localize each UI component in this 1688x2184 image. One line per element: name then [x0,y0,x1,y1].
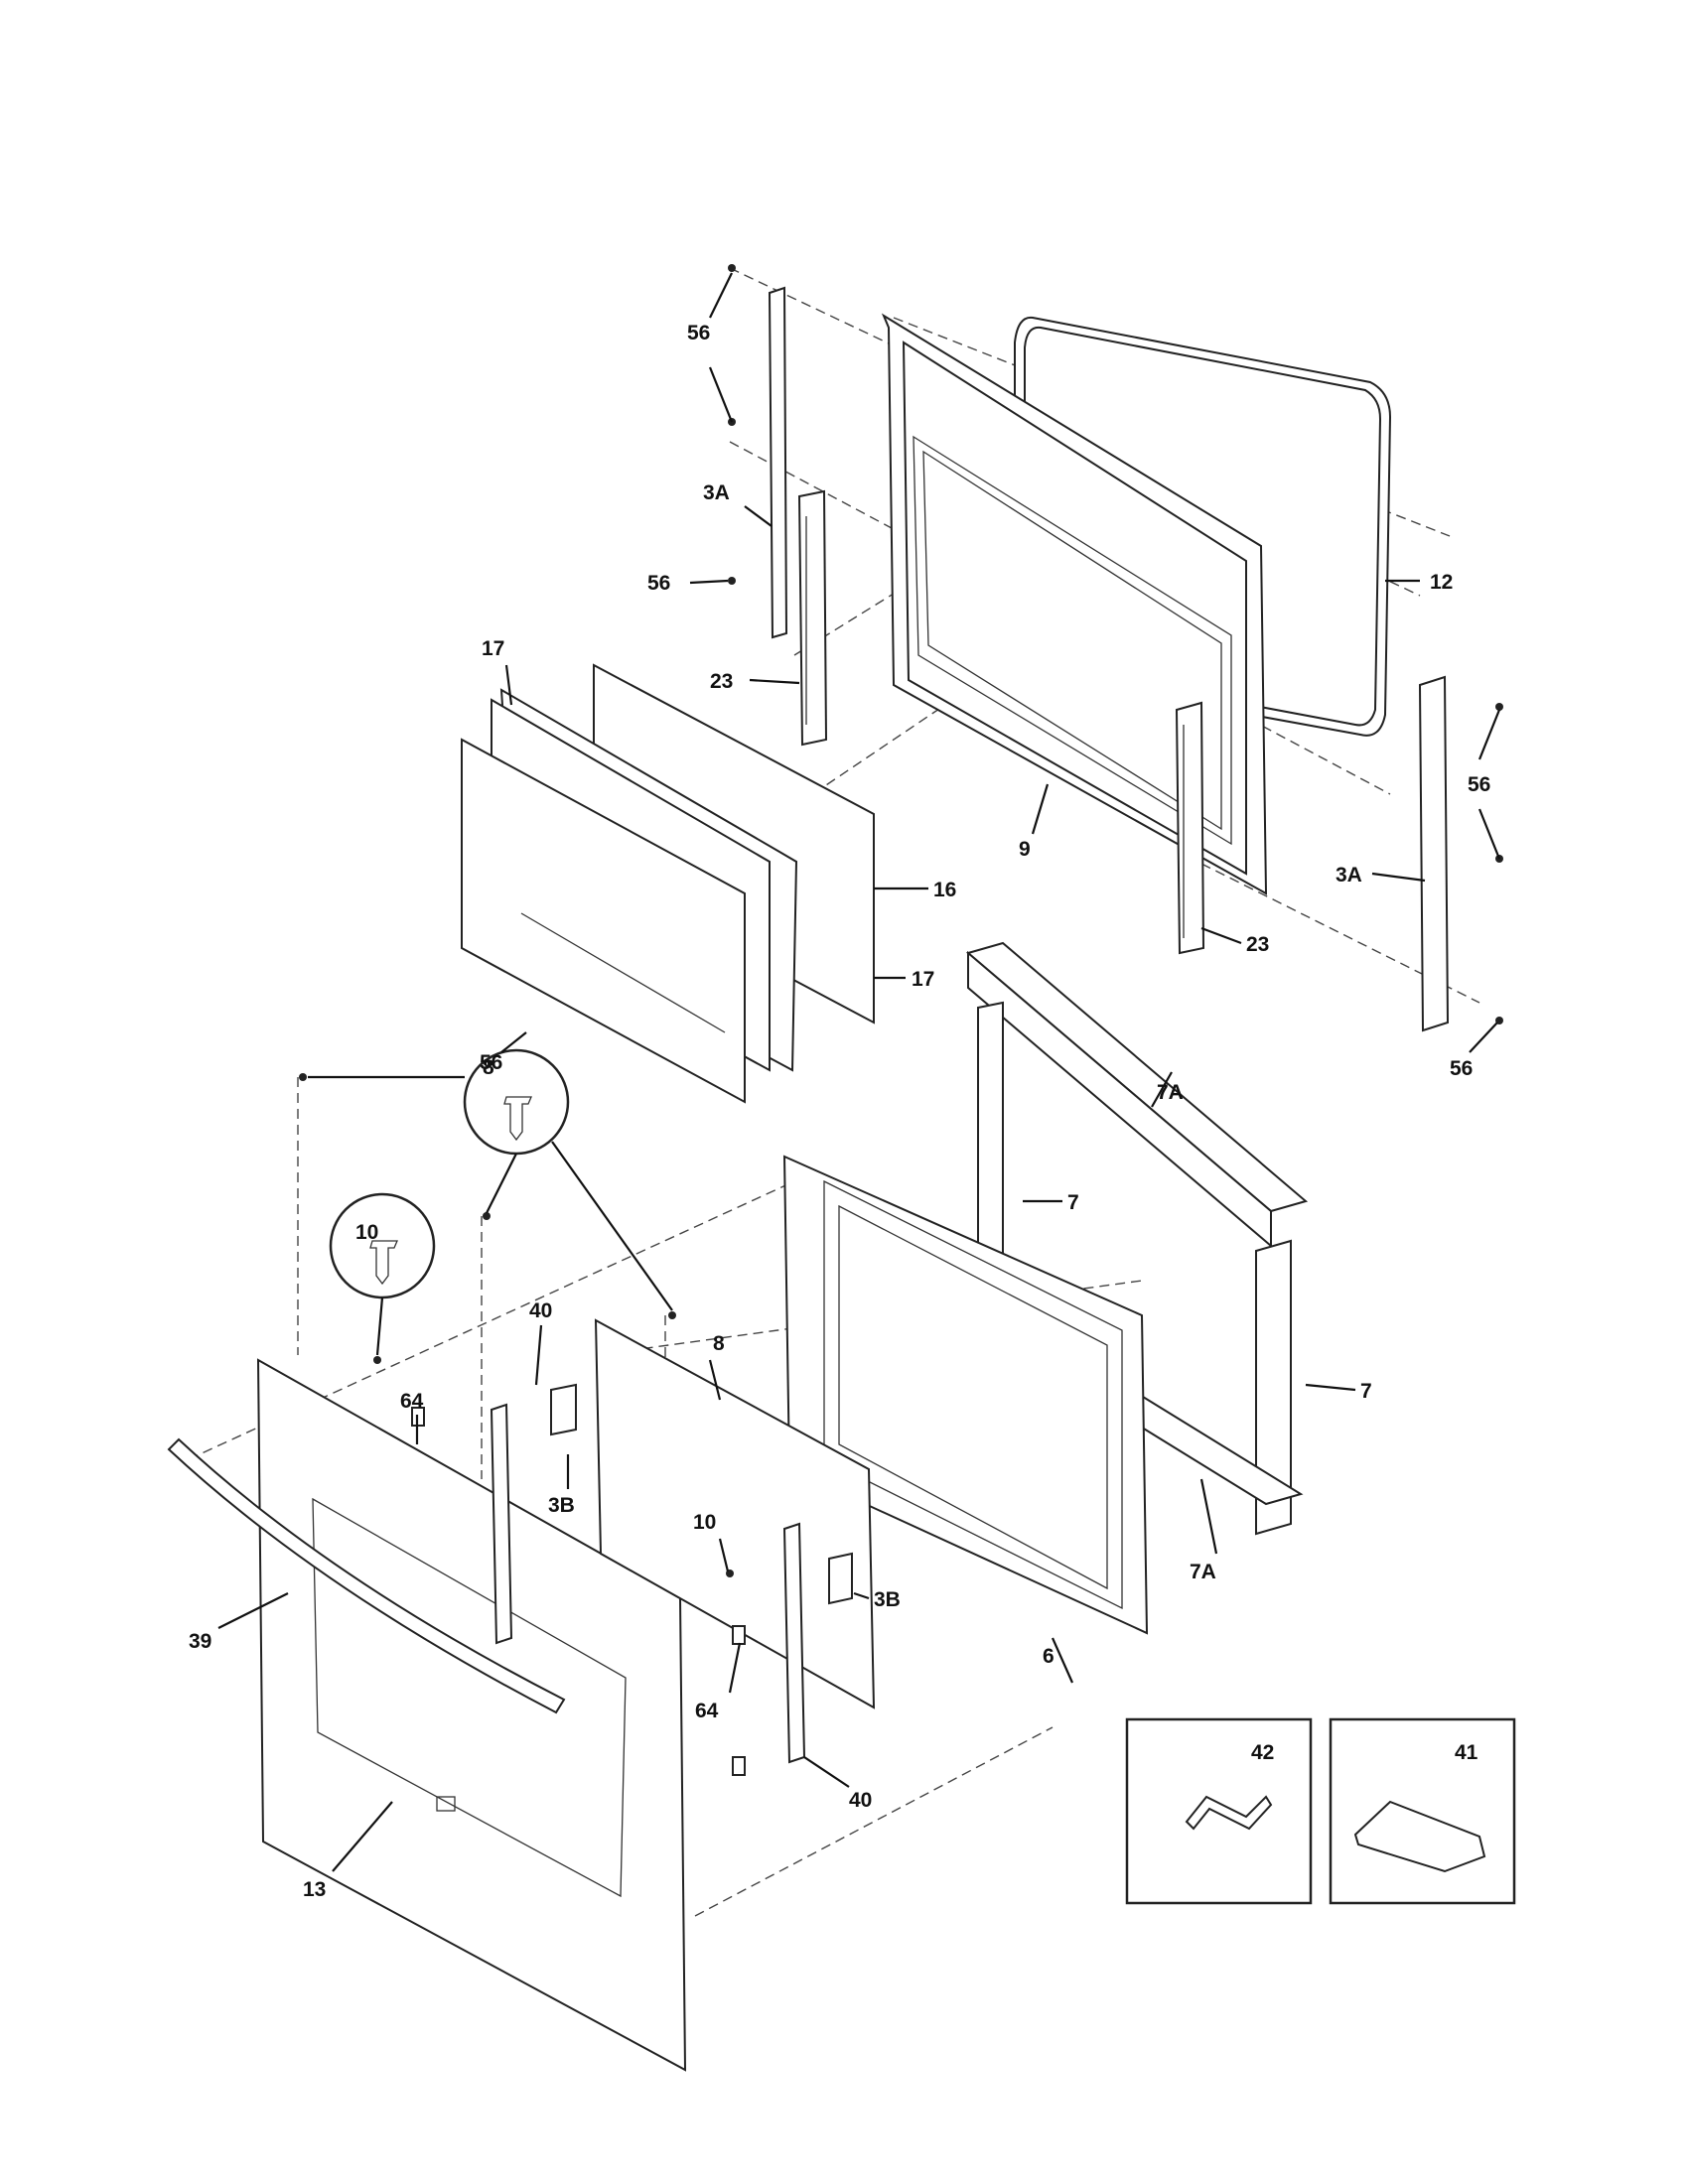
callout-3b: 3B [548,1494,575,1517]
callout-7a: 7A [1157,1081,1184,1104]
front-outer-panel [256,1358,687,2072]
inset-41 [1329,1717,1516,1905]
outer-door-frame [782,1155,1149,1635]
callout-10: 10 [693,1511,716,1534]
callout-16: 16 [933,879,956,901]
screws [299,264,1503,1577]
callout-9: 9 [1019,838,1031,861]
callout-40: 40 [849,1789,872,1812]
callout-56: 56 [647,572,670,595]
inner-glass-lower [594,1318,876,1709]
callout-7: 7 [1067,1191,1079,1214]
hinge-channel-left [768,286,788,639]
callout-17: 17 [482,637,504,660]
callout-17: 17 [912,968,934,991]
callout-7: 7 [1360,1380,1372,1403]
door-handle [167,1437,566,1714]
callout-41: 41 [1455,1741,1478,1764]
callout-56: 56 [480,1051,502,1074]
leader-lines [217,272,1501,1872]
screw-detail-10 [329,1192,436,1299]
callout-13: 13 [303,1878,326,1901]
inset-42 [1125,1717,1313,1905]
callout-3a: 3A [703,481,730,504]
callout-64: 64 [695,1700,719,1722]
hinge-left [797,489,828,747]
callout-64: 64 [400,1390,424,1413]
hinge-channel-right [1418,675,1450,1032]
hinge-right [1175,701,1205,955]
inner-door-liner [881,313,1268,895]
callout-56: 56 [1468,773,1490,796]
callout-8: 8 [483,1056,494,1079]
callout-23: 23 [710,670,733,693]
small-brackets [411,1383,853,1776]
callout-3b: 3B [874,1588,901,1611]
callout-23: 23 [1246,933,1269,956]
callout-12: 12 [1430,571,1453,594]
callout-10: 10 [355,1221,378,1244]
callout-7a: 7A [1190,1561,1216,1583]
callout-56: 56 [1450,1057,1473,1080]
callout-8: 8 [713,1332,725,1355]
callout-39: 39 [189,1630,211,1653]
callout-40: 40 [529,1299,552,1322]
callout-42: 42 [1251,1741,1274,1764]
callout-6: 6 [1043,1645,1055,1668]
glass-and-spacers [461,663,875,1104]
callout-3a: 3A [1336,864,1362,887]
callout-labels: 56 3A 56 12 17 23 16 9 56 3A 17 23 8 7A … [189,322,1490,1901]
screw-detail-56 [463,1048,570,1156]
callout-56: 56 [687,322,710,344]
